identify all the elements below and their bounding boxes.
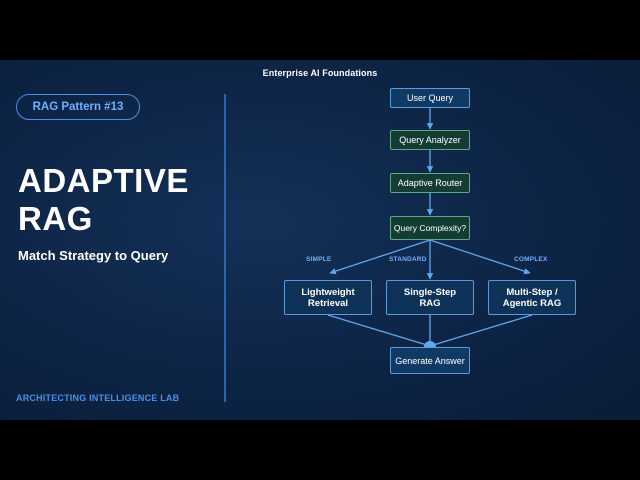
lightweight-line-2: Retrieval [307, 297, 349, 309]
subtitle: Match Strategy to Query [18, 248, 169, 263]
node-single-step-rag: Single-Step RAG [386, 280, 474, 315]
node-query-complexity: Query Complexity? [390, 216, 470, 240]
slide: Enterprise AI Foundations RAG Pattern #1… [0, 60, 640, 420]
node-adaptive-router: Adaptive Router [390, 173, 470, 193]
lightweight-line-1: Lightweight [301, 286, 355, 298]
node-multi-step-agentic-rag: Multi-Step / Agentic RAG [488, 280, 576, 315]
main-title-line-2: RAG [18, 200, 93, 237]
multi-step-line-2: Agentic RAG [502, 297, 562, 309]
main-title-line-1: ADAPTIVE [18, 162, 189, 199]
single-step-line-1: Single-Step [403, 286, 457, 298]
node-generate-answer: Generate Answer [390, 347, 470, 374]
edge-multi-to-merge [429, 314, 533, 347]
main-title: ADAPTIVE RAG [18, 162, 189, 238]
node-query-analyzer: Query Analyzer [390, 130, 470, 150]
single-step-line-2: RAG [419, 297, 441, 309]
pattern-badge: RAG Pattern #13 [16, 94, 140, 120]
node-lightweight-retrieval: Lightweight Retrieval [284, 280, 372, 315]
label-simple: SIMPLE [306, 256, 332, 263]
merge-point [424, 341, 436, 347]
edge-complexity-to-lightweight [329, 239, 431, 275]
edge-complexity-to-multi [429, 239, 531, 275]
edge-lightweight-to-merge [327, 314, 431, 347]
label-complex: COMPLEX [514, 256, 548, 263]
label-standard: STANDARD [389, 256, 427, 263]
header-title: Enterprise AI Foundations [262, 68, 378, 78]
flow-edges [327, 108, 533, 347]
lab-name: ARCHITECTING INTELLIGENCE LAB [16, 393, 180, 403]
node-user-query: User Query [390, 88, 470, 108]
vertical-divider [224, 94, 226, 402]
multi-step-line-1: Multi-Step / [506, 286, 558, 298]
